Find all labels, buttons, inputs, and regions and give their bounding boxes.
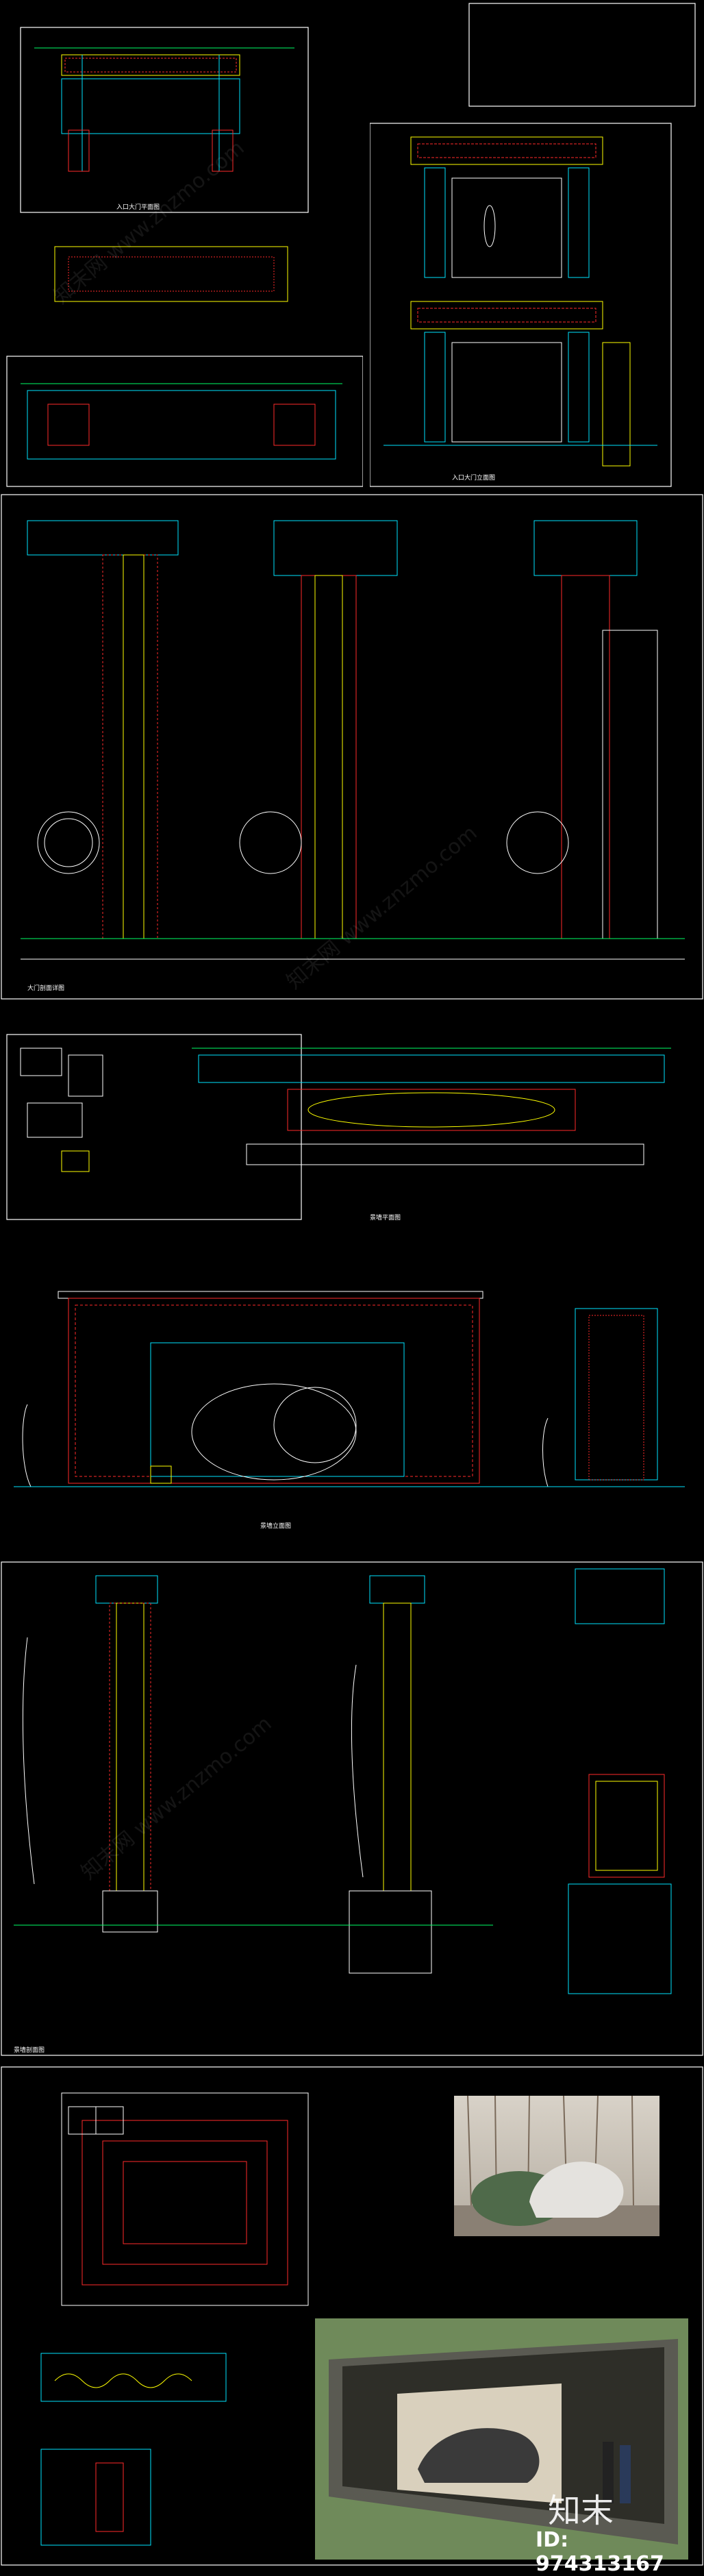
sheet-title: 入口大门立面图 [452, 473, 495, 482]
sheet-wall-elevation: 景墙立面图 [0, 1240, 704, 1548]
image-id: ID: 974313167 [536, 2528, 664, 2576]
brand-logo: 知末 [548, 2492, 614, 2530]
sheet-title: 入口大门平面图 [116, 203, 160, 211]
sheet-title: 景墙立面图 [260, 1522, 291, 1530]
sheet-wall-sections: 景墙剖面图 [0, 1555, 704, 2062]
gate-plan-drawing: 入口大门平面图 [6, 27, 363, 487]
sheet-title: 大门剖面详图 [27, 984, 64, 992]
wall-plan-drawing: 景墙平面图 [6, 1034, 671, 1222]
wall-section-drawing: 景墙剖面图 [1, 1561, 703, 2056]
sheet-title: 景墙剖面图 [14, 2046, 45, 2054]
gate-elevation-drawing: 入口大门立面图 [370, 3, 696, 487]
stone-photo [454, 2096, 659, 2236]
wall-detail-drawing [1, 2066, 703, 2566]
gate-section-drawing: 大门剖面详图 [1, 494, 703, 1000]
wall-elevation-drawing: 景墙立面图 [14, 1291, 685, 1530]
sheet-wall-plan: 景墙平面图 [0, 1021, 704, 1233]
sheet-gate-plans: 入口大门平面图 [0, 0, 363, 492]
sheet-gate-sections: 大门剖面详图 [0, 493, 704, 1000]
wall-render [315, 2318, 688, 2560]
sheet-gate-elevation: 入口大门立面图 [370, 0, 704, 492]
sheet-title: 景墙平面图 [370, 1213, 401, 1222]
